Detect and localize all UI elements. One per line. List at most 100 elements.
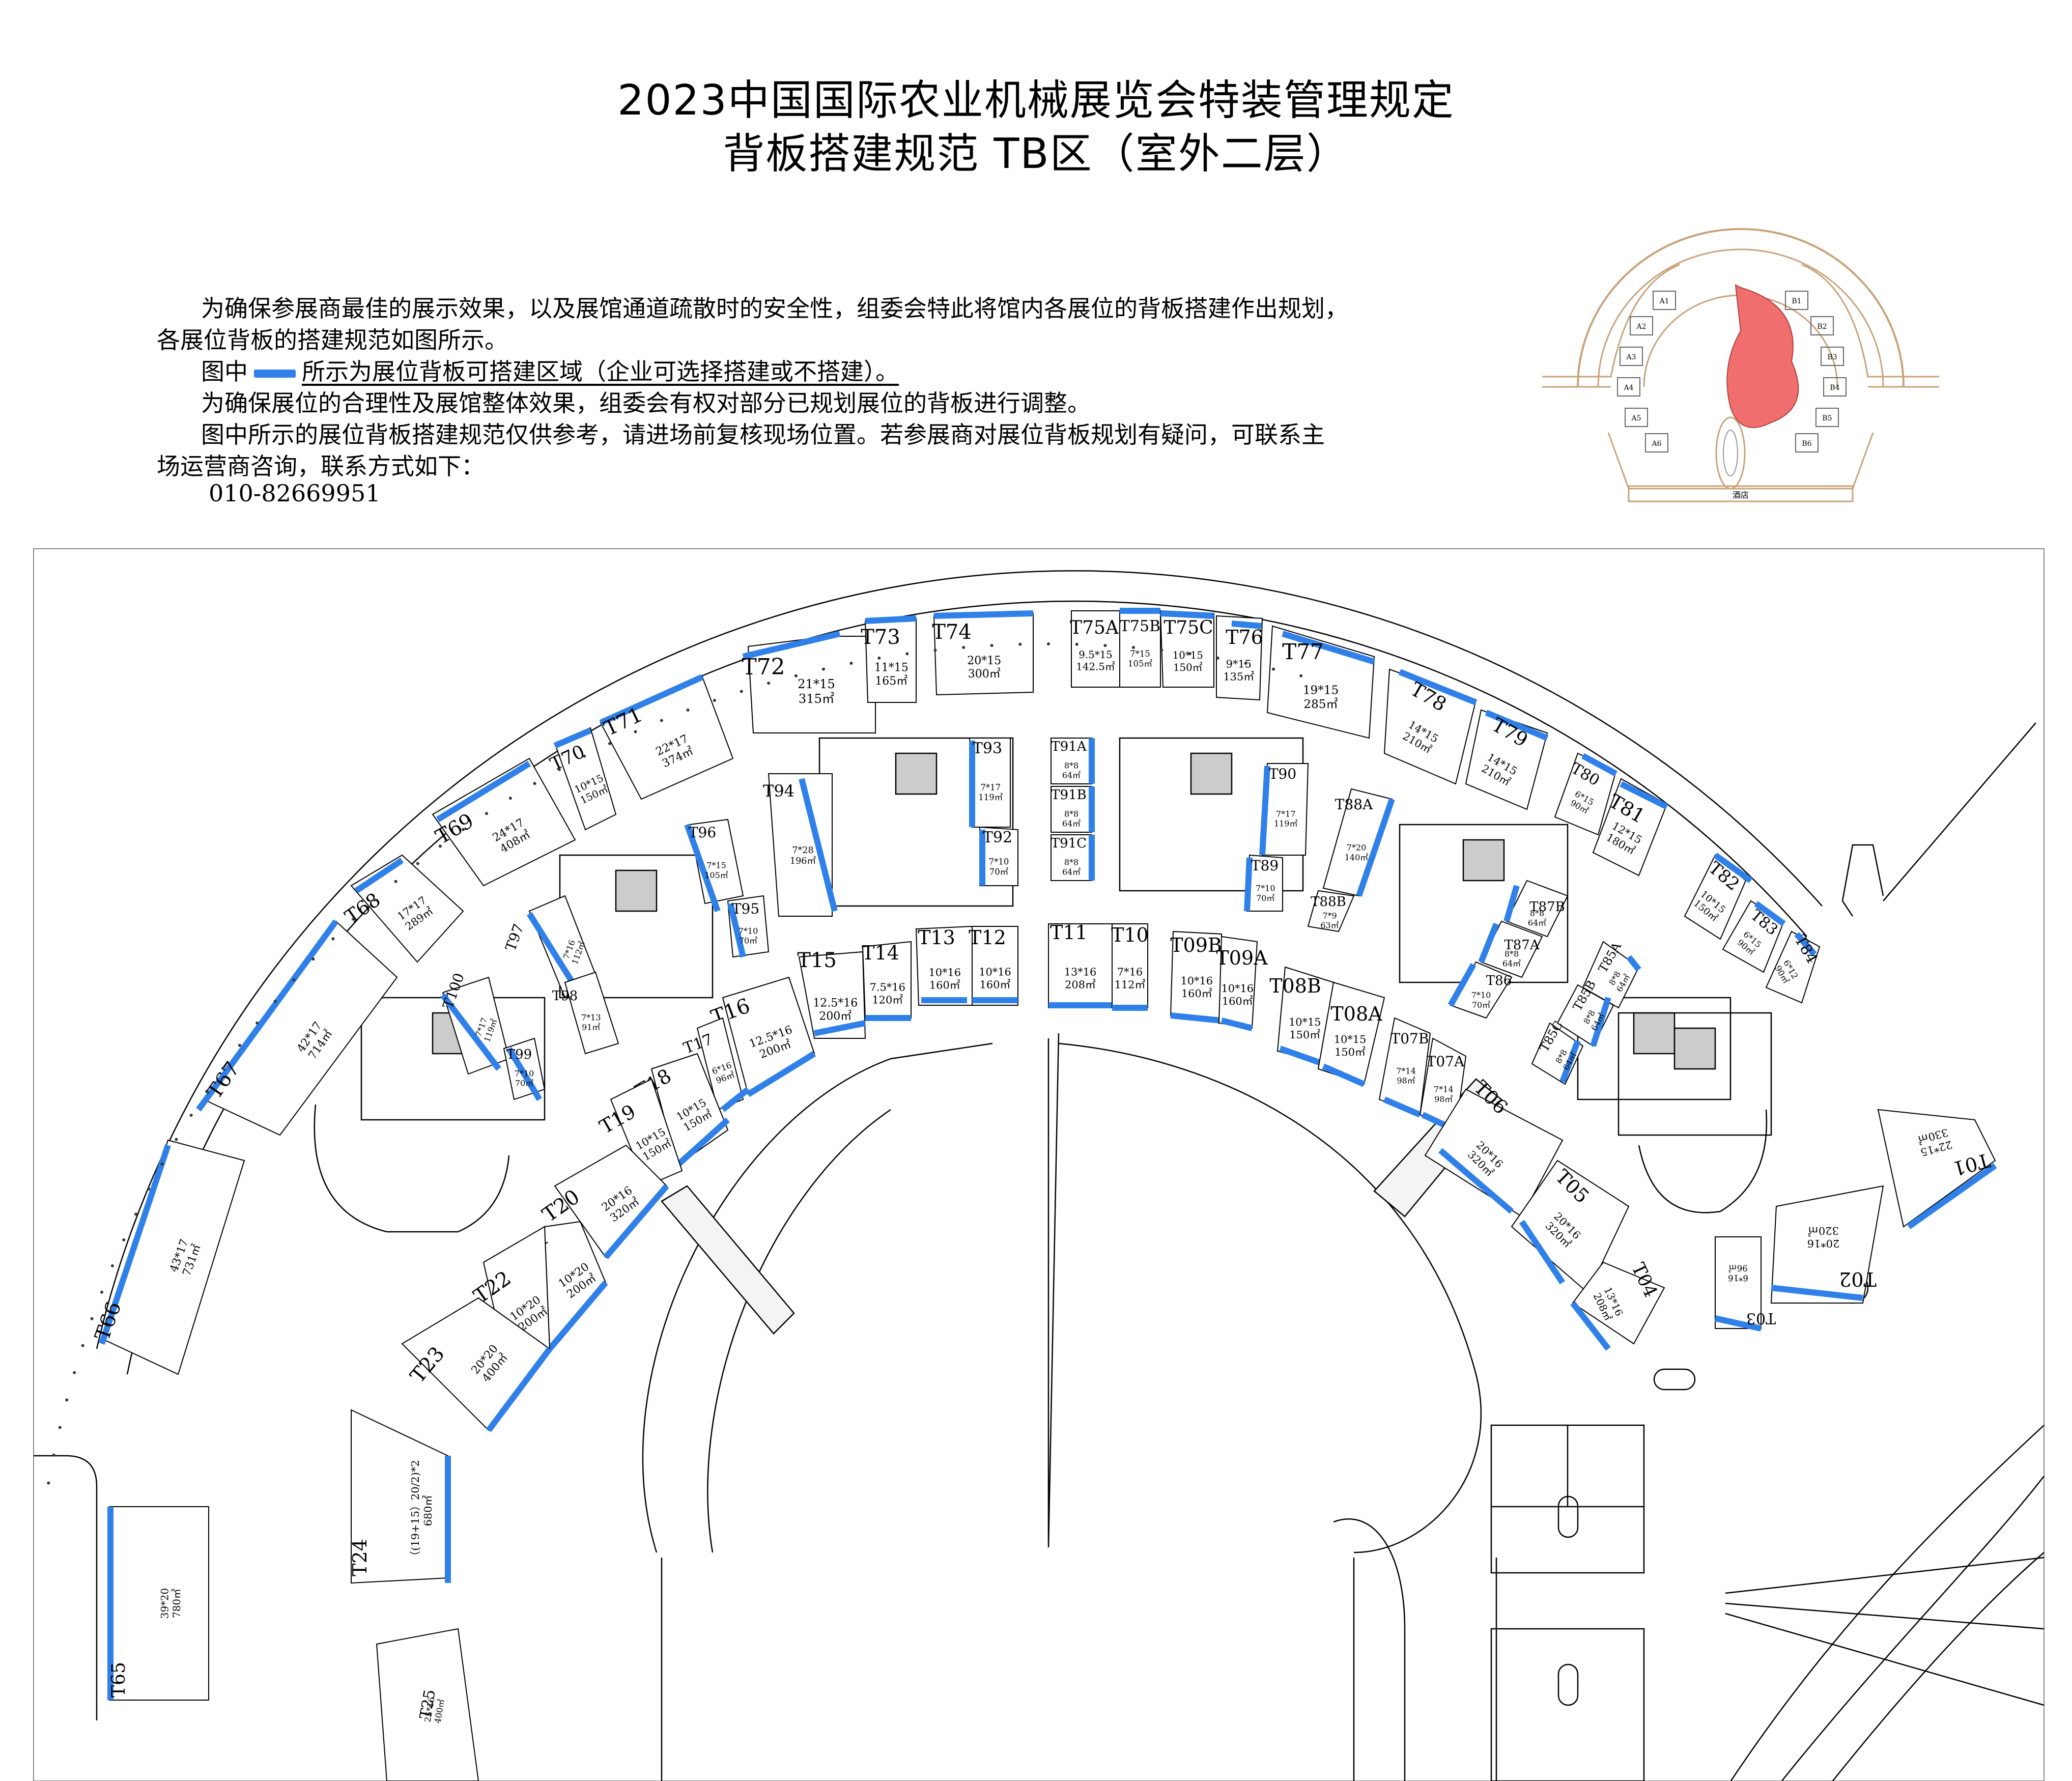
booth-area-label: 91㎡ — [582, 1023, 600, 1032]
booth-area-label: 105㎡ — [704, 870, 728, 880]
backboard-segment — [865, 615, 917, 624]
booth-area-label: 119㎡ — [1274, 819, 1298, 829]
legend-text: 所示为展位背板可搭建区域（企业可选择搭建或不搭建）。 — [302, 358, 899, 385]
booth-area-label: 208㎡ — [1065, 978, 1096, 991]
booth-area-label: 140㎡ — [1345, 853, 1369, 862]
backboard-segment — [799, 778, 838, 912]
backboard-segment — [1771, 1285, 1863, 1301]
backboard-segment — [933, 610, 1034, 619]
booth-area-label: 142.5㎡ — [1076, 661, 1115, 673]
booth-area-label: 160㎡ — [1181, 987, 1212, 1000]
backboard-segment — [674, 1117, 730, 1168]
backboard-segment — [742, 631, 841, 660]
booth-outline — [689, 818, 744, 904]
backboard-segment — [1282, 631, 1375, 665]
key-map-hall-label: B4 — [1830, 384, 1839, 392]
booth-area-label: 680㎡ — [422, 1495, 434, 1526]
booth-area-label: 160㎡ — [1222, 995, 1253, 1007]
booth-outline — [798, 951, 866, 1039]
booth-area-label: 200㎡ — [819, 1010, 851, 1023]
booth-outline — [1465, 709, 1548, 810]
booth-id-label: T09A — [1216, 947, 1268, 969]
backboard-segment — [547, 1281, 608, 1351]
booth-size-label: 8*8 — [1064, 809, 1078, 818]
booth-size-label: 7*10 — [989, 857, 1009, 867]
backboard-segment — [599, 674, 704, 726]
backboard-segment — [1907, 1163, 1997, 1229]
booth-id-label: T03 — [1746, 1309, 1776, 1327]
booth-size-label: 13*16 — [1064, 966, 1097, 978]
key-map-hotel-label: 酒店 — [1733, 490, 1749, 500]
booth-size-label: 7*15 — [706, 861, 726, 870]
key-map-hall-label: A4 — [1623, 384, 1633, 392]
booth-size-label: 20*16 — [1807, 1237, 1840, 1250]
booth-size-label: 6*16 — [1728, 1273, 1748, 1283]
booth-id-label: T91B — [1051, 787, 1087, 803]
booth-area-label: 70㎡ — [1256, 893, 1274, 903]
key-map-hall-label: B6 — [1802, 440, 1811, 448]
backboard-segment — [436, 760, 531, 823]
